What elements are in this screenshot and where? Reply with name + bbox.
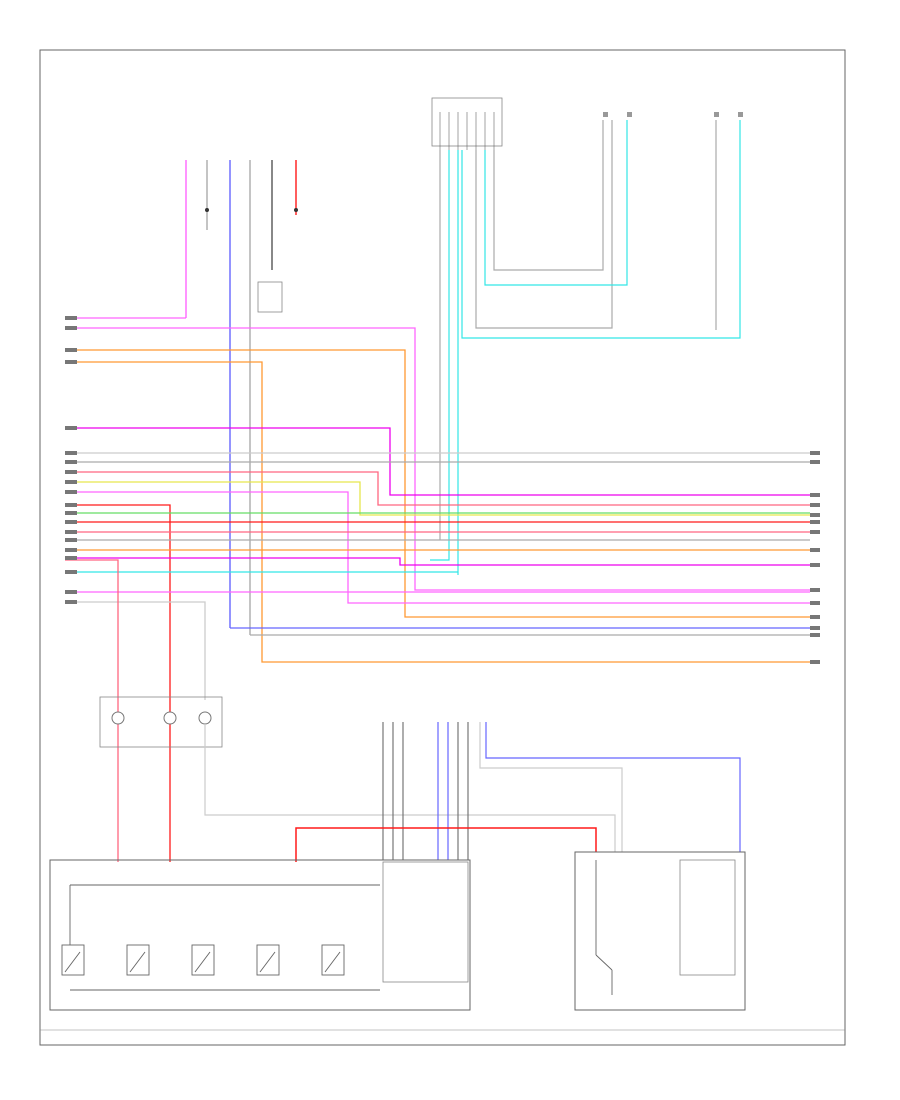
left-unit-box [49,859,471,1011]
ground-node-right-2 [714,112,743,117]
right-unit-inner-module [679,859,736,976]
red-jumper-wire [295,827,597,862]
ground-node-right-1 [603,112,632,117]
connector-pins-top-center [439,112,495,150]
left-unit-switches [61,884,380,991]
right-terminals [810,451,820,664]
vertical-feeds-right [430,120,741,575]
splice-box [257,281,283,313]
diagram-frame [39,49,846,1046]
left-unit-inner-connector [382,861,469,983]
connector-bottom-center-top [382,722,741,860]
connector-stubs-top-left [185,160,297,635]
left-terminals [65,316,77,604]
connector-nodes-top-left [205,208,298,212]
right-unit-box [574,851,746,1011]
round-terminals [111,711,212,725]
horizontal-wire-bundle [65,317,810,862]
right-unit-switch [595,860,613,995]
connector-mid-left [99,696,223,748]
gray-return-wire [204,724,616,852]
